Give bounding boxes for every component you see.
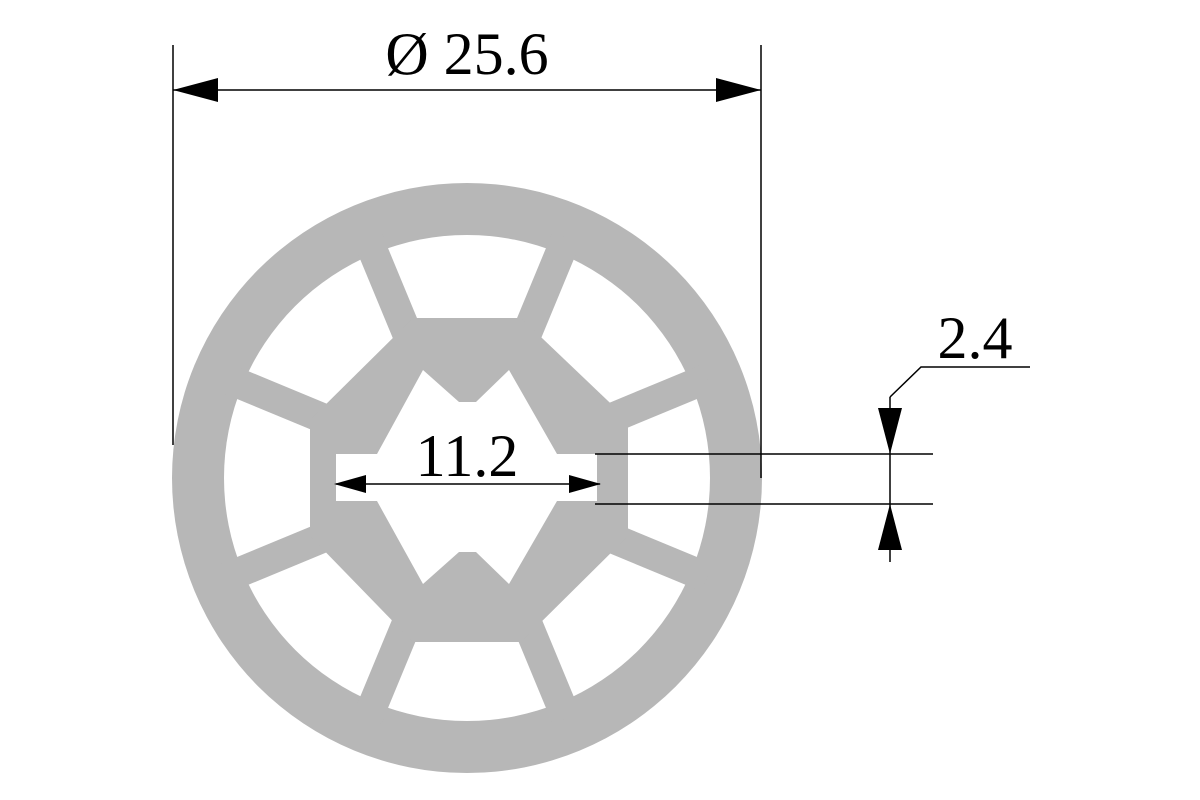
- slot-width-dimension: [595, 366, 1030, 562]
- inner-width-dimension: [334, 475, 601, 493]
- outer-diameter-dimension: [172, 45, 762, 478]
- outer-diameter-label: Ø 25.6: [385, 21, 548, 87]
- slot-width-label: 2.4: [938, 305, 1013, 371]
- profile-part: [172, 183, 762, 773]
- central-star-hole: [336, 370, 597, 584]
- inner-width-label: 11.2: [416, 423, 519, 489]
